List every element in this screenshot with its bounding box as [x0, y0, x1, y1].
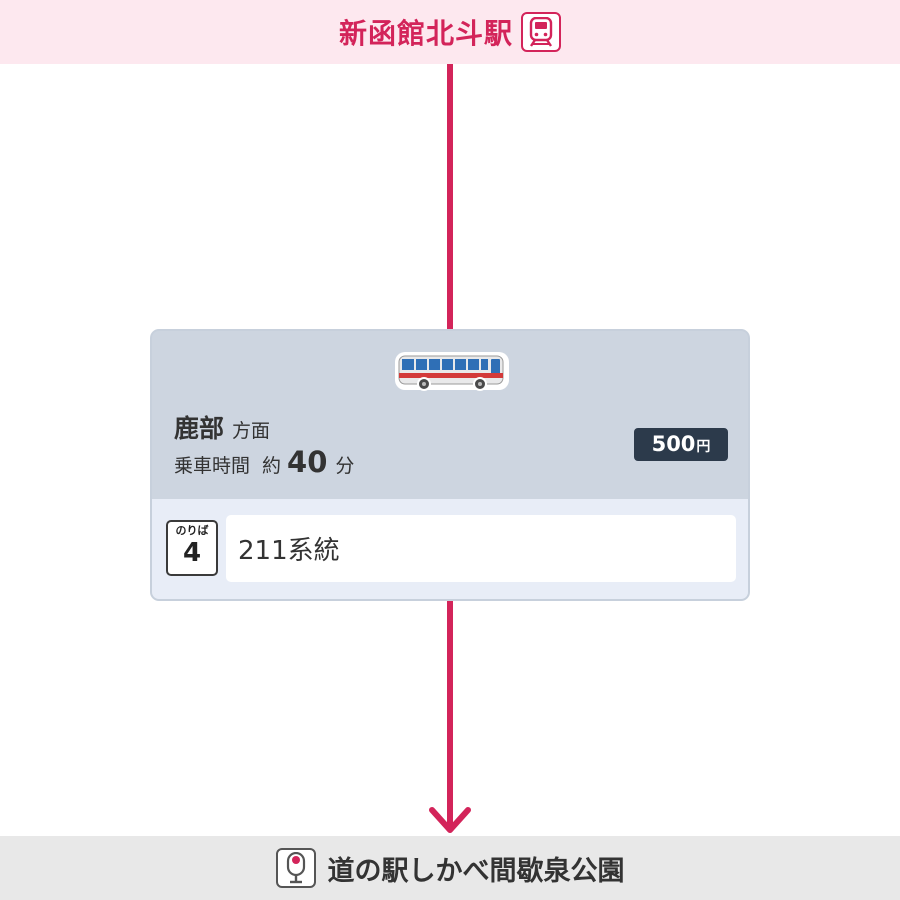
line-name: 211系統	[238, 536, 340, 566]
fare-badge: 500 円	[634, 428, 728, 461]
ride-time-label: 乗車時間	[174, 455, 251, 477]
line-name-box[interactable]: 211系統	[226, 515, 736, 582]
fare-value: 500	[651, 432, 696, 456]
destination-stop-bar[interactable]: 道の駅しかべ間歇泉公園	[0, 836, 900, 900]
ride-time-unit: 分	[335, 455, 355, 477]
segment-boarding-info: のりば 4 211系統	[152, 499, 748, 599]
route-line-bottom	[447, 600, 453, 828]
platform-number: 4	[182, 538, 202, 568]
destination-stop-name: 道の駅しかべ間歇泉公園	[327, 855, 625, 887]
ride-time: 乗車時間 約 40 分	[174, 445, 354, 479]
direction-suffix: 方面	[232, 420, 271, 442]
train-icon	[521, 12, 561, 52]
origin-station-bar[interactable]: 新函館北斗駅	[0, 0, 900, 64]
segment-summary: 鹿部 方面 乗車時間 約 40 分 500 円	[152, 331, 748, 499]
bus-icon	[395, 352, 509, 391]
bus-segment-card[interactable]: 鹿部 方面 乗車時間 約 40 分 500 円 のりば 4 211系統	[150, 329, 750, 601]
bus-stop-icon	[275, 848, 316, 888]
route-arrow-down-icon	[429, 807, 471, 833]
origin-station-name: 新函館北斗駅	[338, 17, 513, 50]
segment-direction: 鹿部 方面	[174, 409, 270, 445]
route-line-top	[447, 64, 453, 330]
platform-badge: のりば 4	[166, 520, 218, 576]
ride-time-approx: 約	[262, 455, 282, 477]
ride-time-minutes: 40	[287, 445, 328, 479]
fare-unit: 円	[696, 439, 711, 455]
direction-destination: 鹿部	[174, 414, 225, 443]
platform-label: のりば	[175, 524, 209, 537]
